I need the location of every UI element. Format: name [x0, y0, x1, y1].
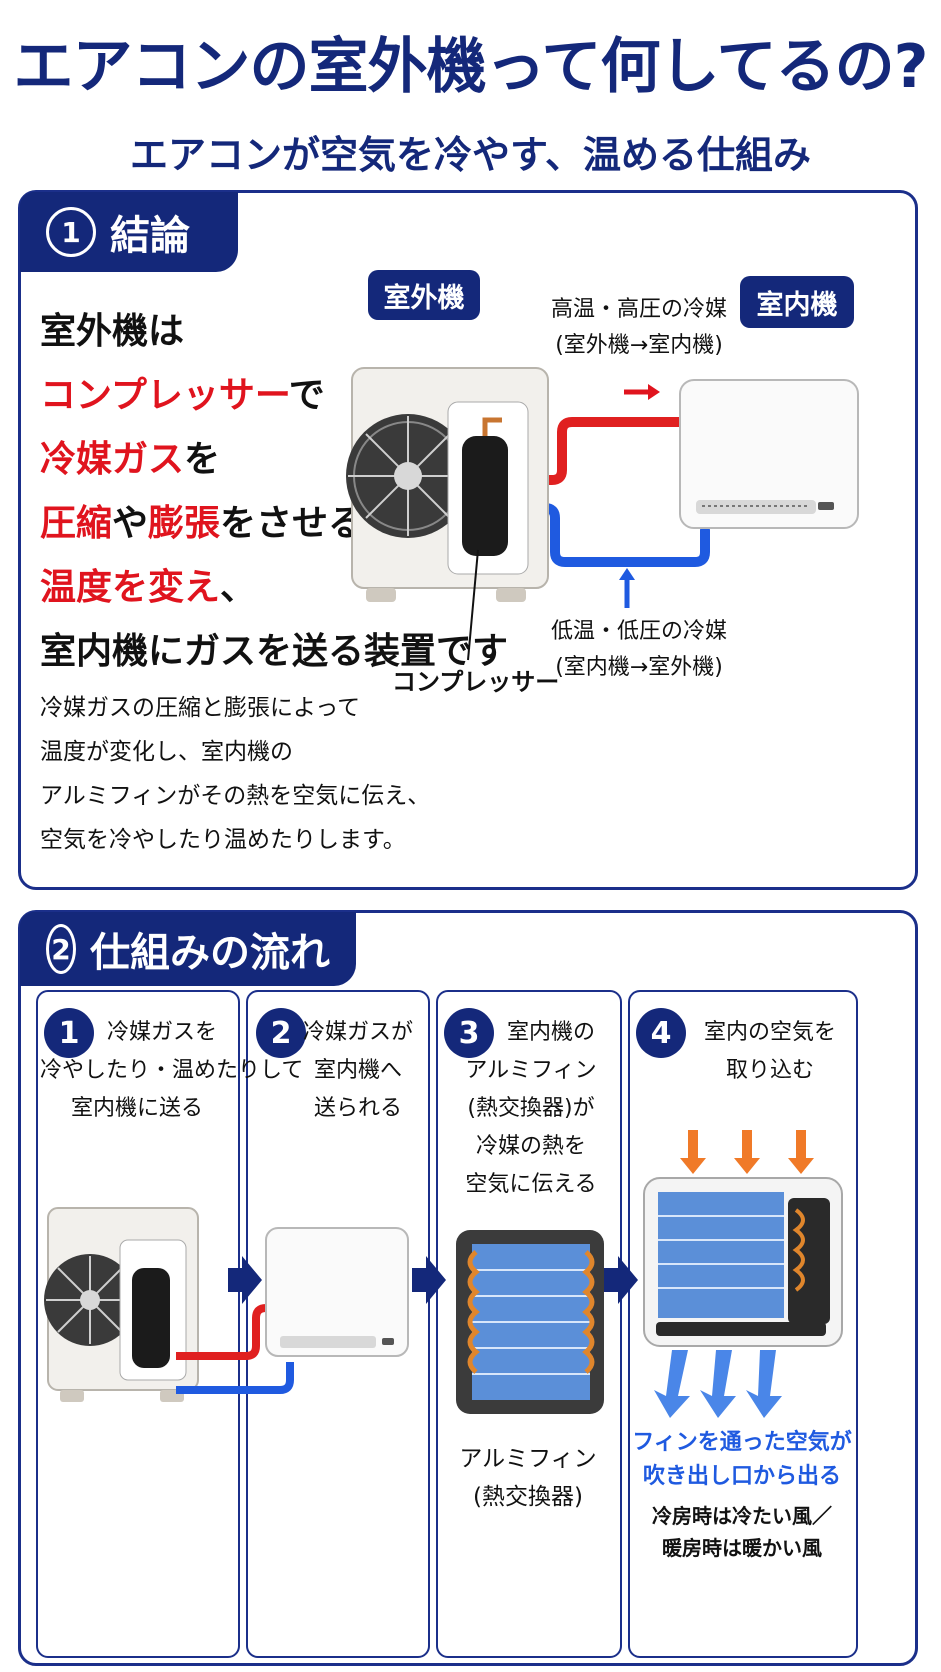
highlight-text: コンプレッサー: [40, 375, 289, 416]
flow-arrow-2: [412, 1256, 446, 1304]
step-line: アルミフィン: [465, 1058, 597, 1083]
fin-caption: アルミフィン (熱交換器): [440, 1440, 616, 1516]
step-number-3: 3: [444, 1008, 494, 1058]
caption-line: 吹き出し口から出る: [642, 1464, 841, 1489]
flow-illustration: [44, 1130, 843, 1418]
cold-refrigerant-label: 低温・低圧の冷媒 (室内機→室外機): [524, 614, 754, 686]
annotation-line: 低温・低圧の冷媒: [550, 619, 727, 644]
step-line: 取り込む: [725, 1058, 814, 1083]
caption-line: フィンを通った空気が: [632, 1430, 852, 1455]
compressor-icon: [462, 436, 508, 556]
step-4-text: 室内の空気を 取り込む: [690, 1014, 850, 1090]
statement-line: 室外機は: [40, 300, 400, 364]
step-line: (熱交換器)が: [467, 1096, 595, 1121]
step-line: 冷媒ガスを: [106, 1020, 217, 1045]
page-title: エアコンの室外機って何してるの?: [13, 32, 928, 102]
outdoor-unit-label: 室外機: [368, 270, 480, 320]
step-line: 冷媒の熱を: [475, 1134, 586, 1159]
caption-line: 暖房時は暖かい風: [662, 1536, 822, 1560]
statement-line: 冷媒ガスを: [40, 428, 400, 492]
refrigerant-cycle-diagram: [346, 367, 859, 661]
step-line: 冷媒ガスが: [302, 1020, 413, 1045]
step-number-1: 1: [44, 1008, 94, 1058]
highlight-text: 温度を変え: [40, 567, 221, 608]
mode-caption: 冷房時は冷たい風／ 暖房時は暖かい風: [632, 1500, 852, 1564]
highlight-text: 圧縮: [40, 503, 113, 544]
page-subtitle: エアコンが空気を冷やす、温める仕組み: [130, 133, 811, 177]
step-line: 室内機に送る: [70, 1096, 203, 1121]
step-number-4: 4: [636, 1008, 686, 1058]
intake-arrows: [680, 1130, 814, 1174]
compressor-icon: [132, 1268, 170, 1368]
compressor-label: コンプレッサー: [392, 668, 560, 696]
highlight-text: 冷媒ガス: [40, 439, 185, 480]
hot-refrigerant-pipe: [505, 417, 691, 485]
annotation-line: 高温・高圧の冷媒: [550, 297, 727, 322]
cold-refrigerant-pipe: [176, 1362, 294, 1394]
step-1-text: 冷媒ガスを 冷やしたり・温めたりして 室内機に送る: [40, 1014, 304, 1128]
aluminum-fin-icon: [456, 1230, 604, 1414]
step-line: 室内機へ: [313, 1058, 402, 1083]
indoor-unit-label: 室内機: [740, 276, 854, 328]
flow-tab: 2 仕組みの流れ: [20, 912, 356, 986]
step-2-text: 冷媒ガスが 室内機へ 送られる: [296, 1014, 420, 1128]
explanation-line: 空気を冷やしたり温めたりします。: [40, 827, 406, 853]
explanation-line: 温度が変化し、室内機の: [40, 739, 293, 765]
step-line: 室内の空気を: [703, 1020, 836, 1045]
indoor-unit: [265, 1227, 409, 1357]
section-title: 結論: [110, 213, 190, 259]
explanation-line: アルミフィンがその熱を空気に伝え、: [40, 783, 431, 809]
conclusion-tab: 1 結論: [20, 192, 238, 272]
sub-explanation: 冷媒ガスの圧縮と膨張によって 温度が変化し、室内機の アルミフィンがその熱を空気…: [40, 686, 430, 862]
cold-refrigerant-pipe: [505, 503, 710, 567]
caption-line: 冷房時は冷たい風／: [652, 1504, 832, 1528]
main-statement: 室外機はコンプレッサーで冷媒ガスを圧縮や膨張をさせることで温度を変え、室内機にガ…: [40, 300, 508, 684]
annotation-line: (室内機→室外機): [555, 655, 723, 680]
section-number-badge: 1: [46, 207, 96, 257]
step-3-text: 室内機の アルミフィン (熱交換器)が 冷媒の熱を 空気に伝える: [446, 1014, 616, 1204]
outdoor-unit: [346, 367, 549, 602]
step-line: 冷やしたり・温めたりして: [40, 1058, 304, 1083]
step-line: 送られる: [313, 1096, 402, 1121]
blow-caption: フィンを通った空気が 吹き出し口から出る: [632, 1426, 852, 1494]
section-number-badge: 2: [46, 924, 76, 974]
step-number-2: 2: [256, 1008, 306, 1058]
highlight-text: 膨張: [148, 503, 221, 544]
statement-line: 室内機にガスを送る装置です: [40, 620, 508, 684]
statement-text: 、: [220, 567, 257, 608]
statement-text: や: [112, 503, 149, 544]
outflow-arrows: [654, 1350, 782, 1418]
flow-arrow-3: [604, 1256, 638, 1304]
statement-line: コンプレッサーで: [40, 364, 400, 428]
caption-line: (熱交換器): [473, 1484, 583, 1510]
step-line: 室内機の: [506, 1020, 595, 1045]
explanation-line: 冷媒ガスの圧縮と膨張によって: [40, 695, 361, 721]
statement-text: 室内機にガスを送る装置です: [40, 631, 509, 672]
step-line: 空気に伝える: [465, 1172, 597, 1197]
flow-arrow-1: [228, 1256, 262, 1304]
hot-refrigerant-pipe: [176, 1304, 276, 1360]
section-title: 仕組みの流れ: [90, 930, 330, 976]
caption-line: アルミフィン: [459, 1446, 597, 1472]
statement-text: で: [288, 375, 325, 416]
indoor-unit: [679, 379, 859, 529]
statement-text: 室外機は: [40, 311, 185, 352]
statement-text: を: [184, 439, 221, 480]
hot-refrigerant-label: 高温・高圧の冷媒 (室外機→室内機): [524, 292, 754, 364]
outdoor-unit: [44, 1207, 199, 1402]
statement-line: 温度を変え、: [40, 556, 400, 620]
open-indoor-unit: [643, 1177, 843, 1347]
annotation-line: (室外機→室内機): [555, 333, 723, 358]
